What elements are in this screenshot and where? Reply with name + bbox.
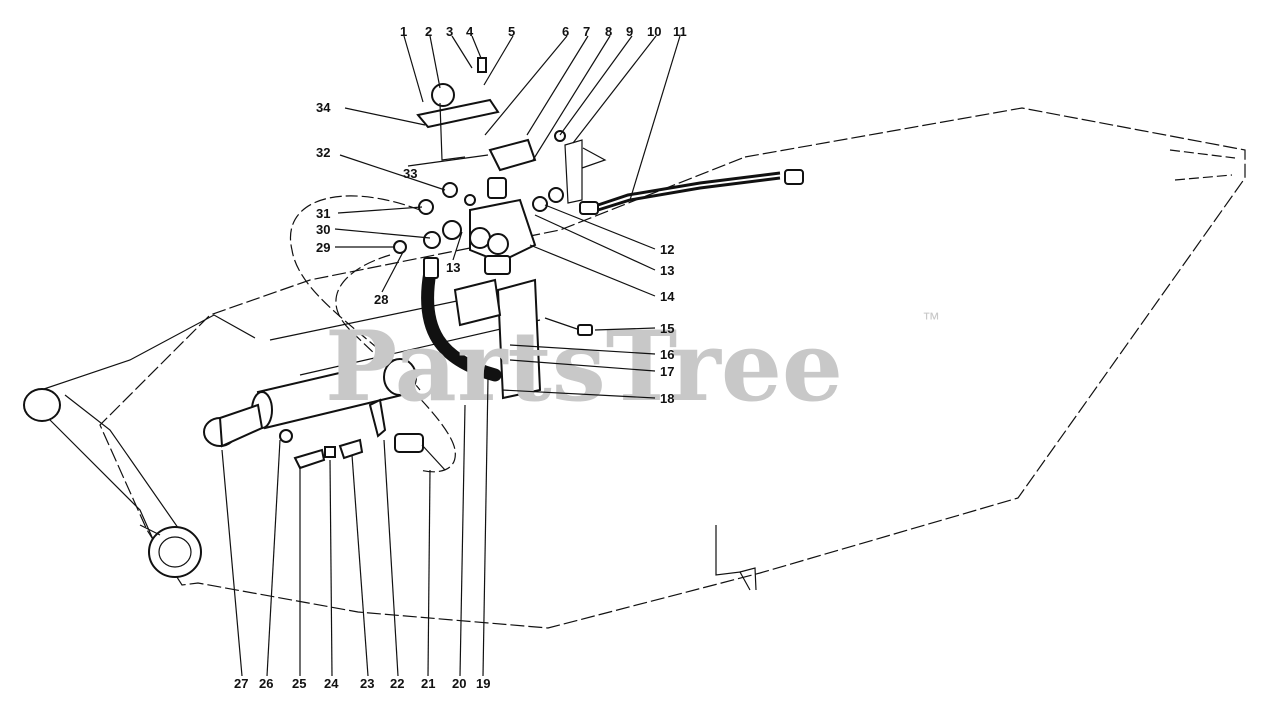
callout-17: 17 (660, 364, 674, 379)
callout-18: 18 (660, 391, 674, 406)
watermark-trademark: ™ (922, 309, 940, 329)
callout-13-left: 13 (446, 260, 460, 275)
flexible-hose (421, 265, 502, 382)
callout-10: 10 (647, 24, 661, 39)
watermark-text: PartsTree (325, 310, 843, 423)
cylinder-fittings (279, 398, 446, 471)
callout-16: 16 (660, 347, 674, 362)
callout-20: 20 (452, 676, 466, 691)
callout-31: 31 (316, 206, 330, 221)
hydraulic-line (579, 169, 804, 215)
callout-labels: 1 2 3 4 5 6 7 8 9 10 11 12 13 13 14 15 1… (234, 24, 687, 691)
callout-5: 5 (508, 24, 515, 39)
callout-12: 12 (660, 242, 674, 257)
callout-28: 28 (374, 292, 388, 307)
callout-7: 7 (583, 24, 590, 39)
leader-lines (221, 35, 681, 677)
control-valve (393, 130, 566, 275)
callout-29: 29 (316, 240, 330, 255)
callout-23: 23 (360, 676, 374, 691)
callout-30: 30 (316, 222, 330, 237)
callout-25: 25 (292, 676, 306, 691)
callout-32: 32 (316, 145, 330, 160)
callout-8: 8 (605, 24, 612, 39)
callout-6: 6 (562, 24, 569, 39)
callout-34: 34 (316, 100, 331, 115)
callout-27: 27 (234, 676, 248, 691)
callout-21: 21 (421, 676, 435, 691)
callout-26: 26 (259, 676, 273, 691)
callout-14: 14 (660, 289, 675, 304)
callout-15: 15 (660, 321, 674, 336)
callout-24: 24 (324, 676, 339, 691)
rear-roller (23, 314, 256, 578)
hydraulic-cylinder (203, 358, 417, 448)
control-lever (416, 57, 607, 204)
callout-11: 11 (673, 24, 687, 39)
callout-13-right: 13 (660, 263, 674, 278)
callout-22: 22 (390, 676, 404, 691)
callout-9: 9 (626, 24, 633, 39)
callout-19: 19 (476, 676, 490, 691)
mounting-plate (453, 278, 593, 400)
callout-2: 2 (425, 24, 432, 39)
callout-3: 3 (446, 24, 453, 39)
callout-33: 33 (403, 166, 417, 181)
callout-4: 4 (466, 24, 474, 39)
callout-1: 1 (400, 24, 407, 39)
